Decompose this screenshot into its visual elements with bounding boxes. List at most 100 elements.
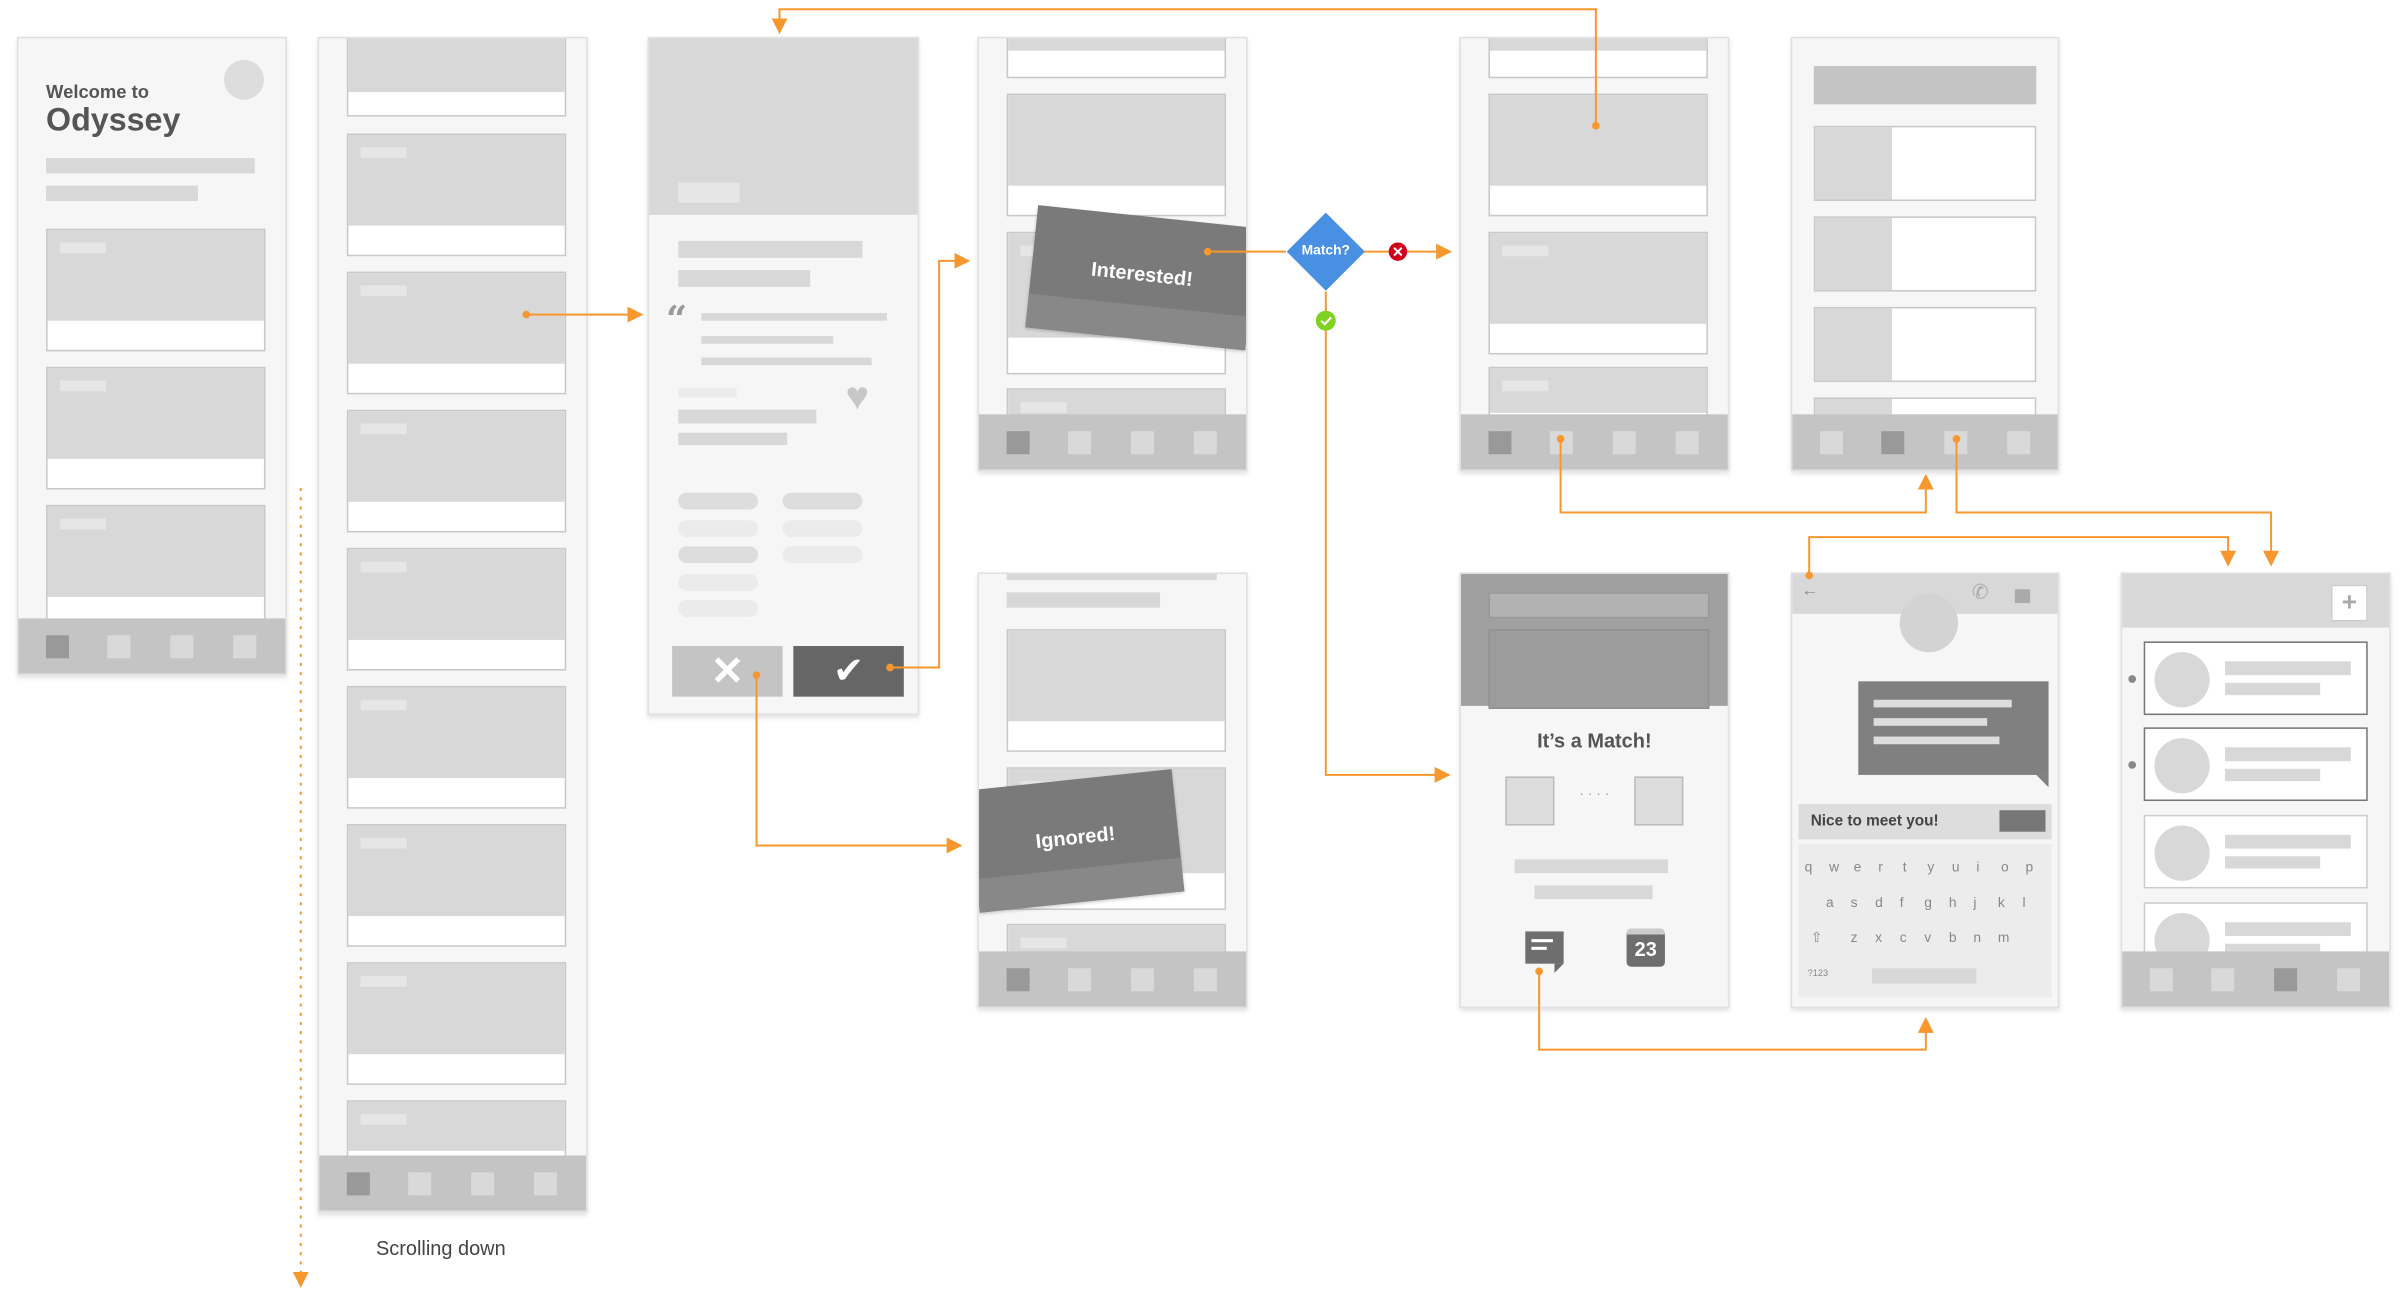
feed-screen bbox=[1459, 36, 1730, 472]
list-row[interactable] bbox=[1813, 306, 2037, 383]
video-icon[interactable] bbox=[2014, 589, 2031, 604]
symbols-key[interactable]: ?123 bbox=[1807, 969, 1829, 980]
key-o[interactable]: o bbox=[2000, 859, 2009, 875]
bottom-nav bbox=[979, 951, 1247, 1007]
key-i[interactable]: i bbox=[1976, 859, 1980, 875]
list-item[interactable] bbox=[46, 228, 266, 352]
shift-key[interactable]: ⇧ bbox=[1810, 929, 1823, 946]
conversation-list bbox=[2122, 574, 2389, 1007]
key-g[interactable]: g bbox=[1924, 894, 1932, 910]
key-z[interactable]: z bbox=[1850, 929, 1858, 946]
plus-icon: + bbox=[2341, 587, 2357, 617]
key-u[interactable]: u bbox=[1951, 859, 1960, 875]
quote-icon: “ bbox=[665, 296, 688, 341]
text-placeholder bbox=[1006, 573, 1217, 581]
key-l[interactable]: l bbox=[2022, 894, 2026, 910]
tag-pill[interactable] bbox=[678, 520, 759, 538]
list-item[interactable] bbox=[346, 685, 567, 809]
avatar[interactable] bbox=[224, 59, 264, 100]
conversation-row[interactable] bbox=[2143, 641, 2368, 716]
tag-pill[interactable] bbox=[678, 573, 759, 591]
list-item[interactable] bbox=[346, 409, 567, 533]
list-item[interactable] bbox=[1006, 38, 1227, 79]
key-k[interactable]: k bbox=[1997, 894, 2005, 910]
key-s[interactable]: s bbox=[1850, 894, 1858, 910]
key-b[interactable]: b bbox=[1948, 929, 1957, 946]
list-item[interactable] bbox=[1488, 231, 1708, 355]
scrolling-list-screen[interactable] bbox=[317, 36, 588, 1213]
list-item[interactable] bbox=[346, 133, 567, 257]
text-placeholder bbox=[1006, 592, 1161, 608]
list-item[interactable] bbox=[46, 366, 266, 490]
key-n[interactable]: n bbox=[1973, 929, 1982, 946]
list-item[interactable] bbox=[346, 824, 567, 947]
key-q[interactable]: q bbox=[1804, 859, 1813, 875]
list-item[interactable] bbox=[346, 38, 567, 117]
tag-pill[interactable] bbox=[678, 492, 759, 510]
avatar bbox=[2154, 825, 2210, 881]
swiped-card[interactable]: Ignored! bbox=[979, 769, 1185, 913]
reject-button[interactable]: ✕ bbox=[672, 646, 783, 697]
text-placeholder bbox=[1534, 885, 1653, 900]
heart-icon[interactable]: ♥ bbox=[845, 372, 870, 419]
tag-pill[interactable] bbox=[678, 599, 759, 617]
unread-dot bbox=[2128, 761, 2137, 769]
list-item[interactable] bbox=[346, 962, 567, 1085]
swiped-card[interactable]: Interested! bbox=[1025, 205, 1247, 351]
key-v[interactable]: v bbox=[1924, 929, 1932, 946]
calendar-icon[interactable]: 23 bbox=[1626, 928, 1665, 967]
tag-pill[interactable] bbox=[782, 492, 863, 510]
dimmed-background bbox=[1460, 573, 1728, 709]
list-item[interactable] bbox=[346, 271, 567, 395]
quote-line bbox=[701, 336, 834, 344]
key-e[interactable]: e bbox=[1853, 859, 1862, 875]
key-d[interactable]: d bbox=[1875, 894, 1883, 910]
list-item[interactable] bbox=[1006, 629, 1227, 752]
message-icon[interactable] bbox=[1525, 931, 1564, 973]
saved-list-screen bbox=[1790, 36, 2060, 472]
key-w[interactable]: w bbox=[1829, 859, 1840, 875]
close-icon: ✕ bbox=[710, 647, 745, 694]
text-placeholder bbox=[46, 158, 255, 174]
list-item[interactable] bbox=[1488, 93, 1708, 217]
send-button[interactable] bbox=[1999, 810, 2046, 832]
profile-detail-screen: “ ♥ ✕ ✔ bbox=[647, 36, 920, 716]
list-item[interactable] bbox=[1488, 38, 1708, 79]
key-y[interactable]: y bbox=[1927, 859, 1935, 875]
key-m[interactable]: m bbox=[1997, 929, 2010, 946]
tag-pill[interactable] bbox=[678, 546, 759, 564]
message-text: Nice to meet you! bbox=[1810, 813, 1939, 831]
conversation-row[interactable] bbox=[2143, 727, 2368, 802]
text-placeholder bbox=[678, 432, 788, 446]
tag-pill[interactable] bbox=[782, 520, 863, 538]
list-item[interactable] bbox=[46, 504, 266, 628]
my-photo bbox=[1505, 776, 1555, 826]
tag-pill[interactable] bbox=[782, 546, 863, 564]
calendar-day: 23 bbox=[1634, 937, 1657, 961]
header-bar bbox=[1813, 65, 2037, 105]
key-f[interactable]: f bbox=[1899, 894, 1904, 910]
space-key[interactable] bbox=[1872, 968, 1977, 984]
key-c[interactable]: c bbox=[1899, 929, 1907, 946]
key-r[interactable]: r bbox=[1878, 859, 1883, 875]
back-icon[interactable]: ← bbox=[1801, 581, 1819, 600]
phone-icon[interactable]: ✆ bbox=[1971, 580, 1989, 604]
message-input[interactable]: Nice to meet you! bbox=[1798, 804, 2052, 840]
key-a[interactable]: a bbox=[1826, 894, 1834, 910]
conversation-row[interactable] bbox=[2143, 814, 2368, 889]
key-x[interactable]: x bbox=[1875, 929, 1883, 946]
key-t[interactable]: t bbox=[1902, 859, 1907, 875]
match-yes-icon bbox=[1315, 310, 1336, 331]
list-row[interactable] bbox=[1813, 125, 2037, 202]
list-row[interactable] bbox=[1813, 216, 2037, 292]
list-item[interactable] bbox=[346, 547, 567, 671]
add-button[interactable]: + bbox=[2330, 584, 2368, 622]
no-match-icon bbox=[1388, 242, 1408, 261]
list-item[interactable] bbox=[1006, 93, 1227, 217]
key-j[interactable]: j bbox=[1973, 894, 1977, 910]
key-p[interactable]: p bbox=[2025, 859, 2034, 875]
accept-button[interactable]: ✔ bbox=[793, 646, 904, 697]
interested-label: Interested! bbox=[1090, 257, 1194, 291]
key-h[interactable]: h bbox=[1948, 894, 1957, 910]
